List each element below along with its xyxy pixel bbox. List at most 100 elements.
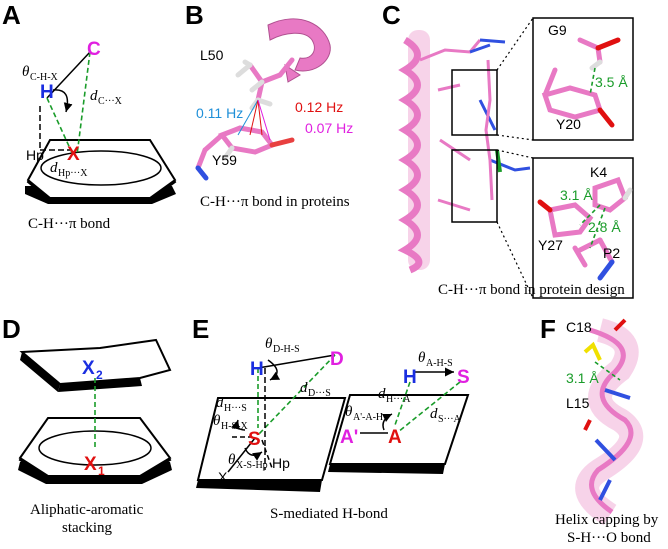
l15-label: L15 (566, 395, 590, 411)
panel-c-letter: C (382, 0, 401, 30)
theta-hsx-sub: H-S-X (221, 421, 248, 432)
panel-a-letter: A (2, 0, 21, 30)
panel-b: B L50 Y59 0.1 (185, 0, 353, 210)
h-atom-left: H (250, 359, 264, 380)
x2-atom: X (82, 358, 95, 379)
h-x-distance (46, 97, 74, 156)
theta-dhs: θ (265, 336, 273, 352)
theta-aah-arc (381, 413, 393, 431)
caption-b: C-H···π bond in proteins (200, 194, 350, 210)
g9-label: G9 (548, 22, 567, 38)
d-ha: d (378, 386, 386, 402)
chair-edge-left (20, 352, 60, 392)
pi-ring (40, 150, 162, 186)
hz1-line (237, 99, 259, 136)
d-ha-sub: H···A (386, 394, 411, 405)
panel-c: C G9 Y20 3.5 Å (382, 0, 634, 299)
right-plane-edge (328, 464, 445, 474)
s-a-distance (397, 381, 461, 433)
hbond-3-5 (589, 67, 596, 96)
theta-dhs-arc (267, 359, 281, 381)
c-x-distance (76, 51, 91, 156)
inset-top-sticks (541, 37, 621, 128)
s-atom-left: S (248, 429, 261, 450)
caption-a: C-H···π bond (28, 216, 111, 232)
p2-label: P2 (603, 245, 620, 261)
d-atom: D (330, 349, 344, 370)
capping-helix (575, 318, 644, 526)
panel-d: D X 2 X 1 Aliphatic-aromatic stacking (2, 314, 172, 536)
caption-d-1: Aliphatic-aromatic (30, 502, 144, 518)
inset-bottom-sticks (537, 176, 633, 281)
s-hp-line (261, 439, 273, 469)
d-h-bond (257, 354, 336, 369)
zoom-box-bottom (451, 149, 498, 223)
k4-label: K4 (590, 164, 607, 180)
l50-label: L50 (200, 47, 224, 63)
theta-ahs: θ (418, 350, 426, 366)
zoom-line-1 (496, 17, 534, 71)
dcx-subscript: C···X (98, 96, 123, 107)
a-prime-atom: A' (340, 427, 358, 448)
x1-atom: X (84, 454, 97, 475)
left-plane-edge (196, 480, 322, 492)
chair-edge-bottom (58, 378, 142, 392)
helix-arrow (284, 63, 301, 83)
panel-f: F C18 3.1 Å L15 Helix capping by S-H···O… (540, 314, 659, 546)
x1-subscript: 1 (98, 464, 105, 478)
dist-3-5: 3.5 Å (595, 74, 628, 90)
theta-arc (52, 89, 73, 113)
theta-aah-sub: A'-A-H (353, 412, 383, 423)
dist-f: 3.1 Å (566, 370, 599, 386)
s-x-bond (227, 437, 256, 473)
theta-subscript: C-H-X (30, 72, 59, 83)
caption-c: C-H···π bond in protein design (438, 282, 625, 298)
dhp-subscript: Hp···X (58, 168, 88, 179)
a-atom: A (388, 427, 402, 448)
h-atom-right: H (403, 367, 417, 388)
theta-xshp-sub: X-S-Hp (236, 460, 268, 471)
d-ds: d (300, 380, 308, 396)
theta-symbol: θ (22, 64, 30, 80)
panel-e-letter: E (192, 314, 209, 344)
caption-e: S-mediated H-bond (270, 506, 388, 522)
theta-hsx-arc (231, 419, 246, 431)
hz2b-line (257, 99, 263, 136)
hz1-label: 0.11 Hz (196, 105, 243, 121)
s-h-o-bond (594, 361, 621, 381)
caption-f-1: Helix capping by (555, 512, 659, 528)
theta-xshp: θ (228, 452, 236, 468)
zoom-line-2 (496, 134, 534, 141)
d-s-distance (257, 354, 336, 436)
hp-label-e: Hp (272, 455, 290, 471)
hz2-label: 0.12 Hz (295, 99, 343, 115)
c-atom: C (87, 39, 101, 60)
s-atom-right: S (457, 367, 470, 388)
d-sa: d (430, 406, 438, 422)
hz2a-line (249, 99, 259, 136)
hbond-2-8 (589, 207, 606, 249)
x-atom: X (67, 144, 80, 165)
d-ds-sub: D···S (308, 388, 331, 399)
theta-xshp-arc (244, 447, 263, 461)
panel-f-letter: F (540, 314, 556, 344)
helix-ribbon (267, 18, 331, 72)
y59-label: Y59 (212, 152, 237, 168)
theta-aah: θ (345, 404, 353, 420)
theta-hsx: θ (213, 413, 221, 429)
d-hs-sub: H···S (224, 403, 247, 414)
h-atom: H (40, 82, 54, 103)
dcx-symbol: d (90, 88, 98, 104)
panel-d-letter: D (2, 314, 21, 344)
zoom-line-3 (496, 149, 534, 159)
dhp-symbol: d (50, 160, 58, 176)
y20-label: Y20 (556, 116, 581, 132)
hp-label: Hp (26, 147, 44, 163)
x2-subscript: 2 (96, 368, 103, 382)
theta-ahs-sub: A-H-S (426, 358, 453, 369)
d-sa-sub: S···A (438, 414, 462, 425)
dist-3-1: 3.1 Å (560, 187, 593, 203)
panel-a: A C H X θ C-H-X d C···X Hp d Hp···X C-H·… (2, 0, 177, 232)
hbond-3-1 (579, 204, 601, 226)
